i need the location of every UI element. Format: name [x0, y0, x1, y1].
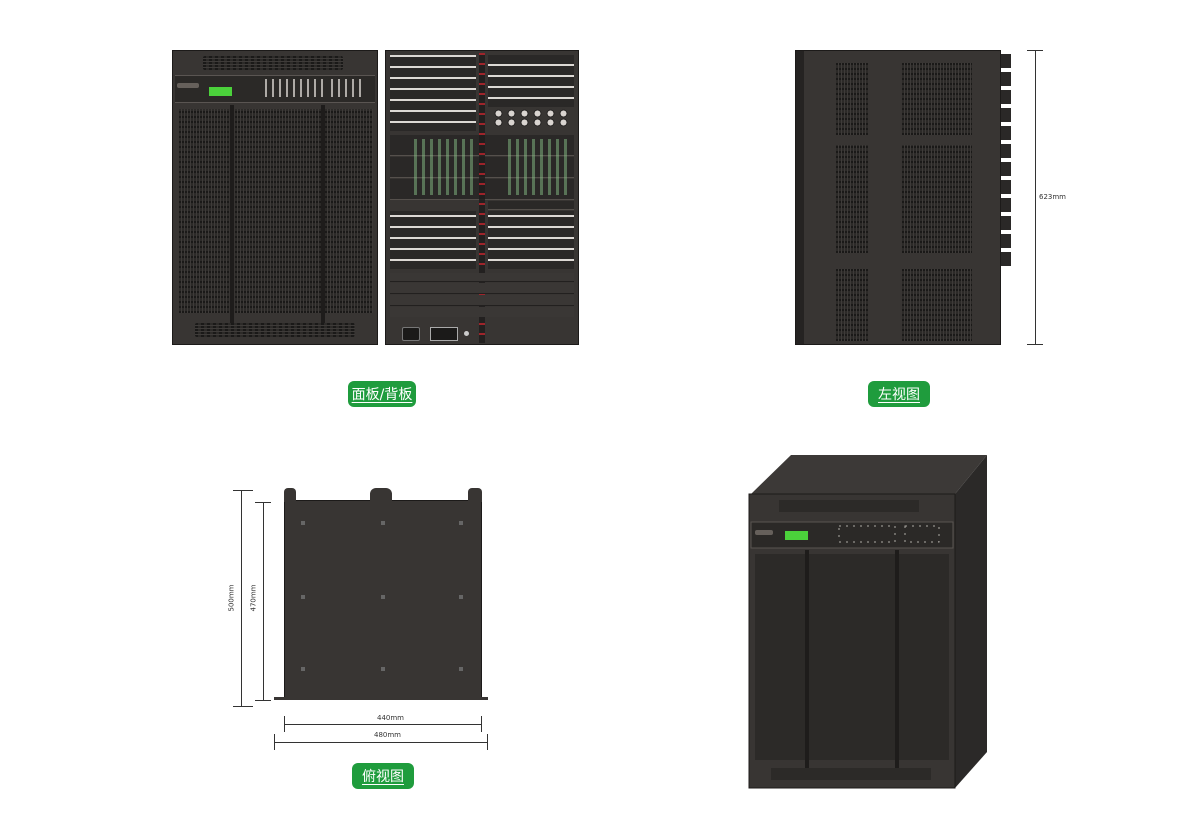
iso-center-vent — [809, 554, 895, 760]
height-dim-label: 623mm — [1039, 193, 1066, 201]
front-bottom-vent — [195, 323, 355, 337]
back-lower-right-cards — [488, 211, 574, 269]
left-view-front-edge — [796, 51, 804, 344]
power-socket — [402, 327, 420, 341]
width-outer-tick-left — [274, 734, 275, 750]
height-dim-line — [1035, 50, 1036, 344]
top-view — [284, 500, 482, 698]
front-right-vent — [325, 109, 373, 313]
back-lower-left-cards — [390, 211, 476, 269]
depth-outer-line — [241, 490, 242, 706]
back-mid-ports — [414, 139, 474, 195]
left-vent-mid-2 — [902, 145, 972, 253]
front-left-vent — [179, 109, 229, 313]
iso-control-strip — [750, 521, 954, 549]
top-view-screw — [381, 521, 385, 525]
top-view-handle-center — [370, 488, 392, 502]
iso-left-vent — [755, 554, 805, 760]
depth-inner-label: 470mm — [249, 584, 258, 612]
top-view-screw — [381, 667, 385, 671]
left-vent-top-1 — [836, 63, 868, 135]
isometric-view — [748, 455, 987, 789]
iso-handle-left — [805, 550, 809, 776]
back-bnc-connectors — [492, 109, 572, 127]
front-panel — [172, 50, 378, 345]
back-center-divider — [479, 53, 485, 343]
top-view-screw — [301, 595, 305, 599]
top-view-handle-right — [468, 488, 482, 502]
width-outer-line — [274, 742, 488, 743]
front-button-row — [265, 79, 323, 97]
top-view-handle-left — [284, 488, 296, 502]
iso-side-face — [955, 455, 987, 788]
front-button-row-2 — [331, 79, 363, 97]
top-view-label: 俯视图 — [352, 763, 414, 789]
depth-inner-tick-top — [255, 502, 271, 503]
left-view — [795, 50, 1001, 345]
front-handle-right — [321, 105, 325, 325]
left-view-rear-connectors — [1001, 50, 1011, 266]
width-outer-label: 480mm — [374, 731, 401, 739]
iso-right-vent — [899, 554, 949, 760]
depth-outer-tick-bottom — [233, 706, 253, 707]
top-view-screw — [459, 521, 463, 525]
top-view-front-flange — [274, 697, 488, 700]
iso-bottom-vent — [771, 768, 931, 780]
left-vent-bot-1 — [836, 269, 868, 341]
front-top-vent — [203, 56, 343, 70]
top-view-screw — [459, 595, 463, 599]
top-view-screw — [381, 595, 385, 599]
iso-top-vent — [779, 500, 919, 512]
iso-button-row-2 — [904, 525, 940, 543]
iso-badge — [755, 530, 773, 535]
width-outer-tick-right — [487, 734, 488, 750]
left-vent-mid-1 — [836, 145, 868, 253]
iso-top-face — [751, 455, 987, 494]
iso-lcd — [785, 531, 808, 540]
width-inner-line — [284, 724, 482, 725]
back-panel — [385, 50, 579, 345]
iso-handle-right — [895, 550, 899, 776]
depth-outer-tick-top — [233, 490, 253, 491]
depth-inner-line — [263, 502, 264, 700]
front-badge — [177, 83, 199, 88]
height-dim-tick-top — [1027, 50, 1043, 51]
left-vent-bot-2 — [902, 269, 972, 341]
width-inner-label: 440mm — [377, 714, 404, 722]
top-view-screw — [301, 521, 305, 525]
back-blank-plates — [390, 273, 574, 317]
back-right-io-cards — [488, 55, 574, 107]
iso-button-row — [838, 525, 896, 543]
ground-screw — [464, 331, 469, 336]
front-handle-left — [230, 105, 234, 325]
front-center-vent — [235, 109, 321, 313]
depth-inner-tick-bottom — [255, 700, 271, 701]
left-vent-top-2 — [902, 63, 972, 135]
back-mid-ports-2 — [508, 139, 568, 195]
left-view-label: 左视图 — [868, 381, 930, 407]
lcd-screen — [209, 87, 232, 96]
top-view-screw — [459, 667, 463, 671]
width-inner-tick-right — [481, 716, 482, 732]
height-dim-tick-bottom — [1027, 344, 1043, 345]
depth-outer-label: 500mm — [227, 584, 236, 612]
back-mid-card-4 — [488, 201, 574, 210]
width-inner-tick-left — [284, 716, 285, 732]
front-back-label: 面板/背板 — [348, 381, 416, 407]
top-view-screw — [301, 667, 305, 671]
power-label-plate — [430, 327, 458, 341]
back-left-io-cards — [390, 55, 476, 131]
